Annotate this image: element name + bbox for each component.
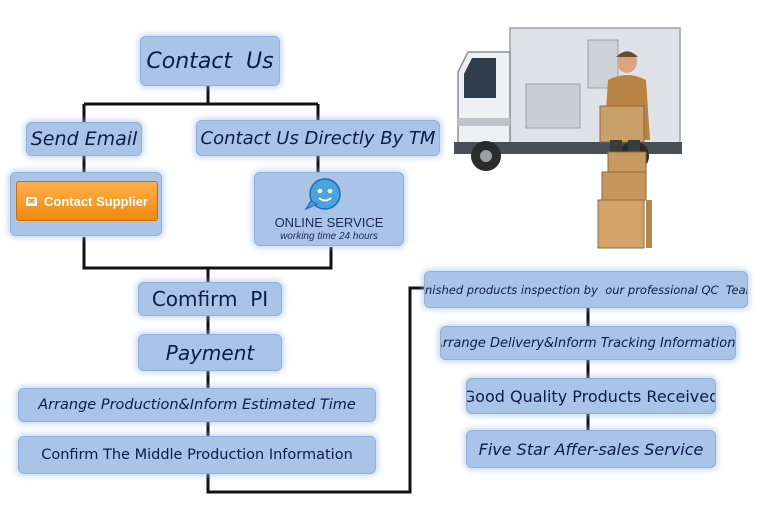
contact-us-box: Contact Us [140,36,280,86]
after-sales-box: Five Star Affer-sales Service [466,430,716,468]
quality-received-box: Good Quality Products Received [466,378,716,414]
send-email-box: Send Email [26,122,142,156]
contact-supplier-label: Contact Supplier [43,193,148,209]
connector-middle-to-inspection [206,286,424,494]
send-email-label: Send Email [30,128,138,150]
quality-received-label: Good Quality Products Received [466,386,716,406]
payment-label: Payment [165,340,255,365]
inspection-label: Finished products inspection by our prof… [424,282,748,297]
inspection-box: Finished products inspection by our prof… [424,271,748,308]
payment-box: Payment [138,334,282,371]
online-service-label: ONLINE SERVICE [274,215,384,230]
working-time-label: working time 24 hours [280,231,378,242]
contact-directly-box: Contact Us Directly By TM [196,120,440,156]
arrange-delivery-label: Arrange Delivery&Inform Tracking Informa… [440,335,736,351]
online-service-button[interactable]: ONLINE SERVICE working time 24 hours [254,172,404,246]
arrange-delivery-box: Arrange Delivery&Inform Tracking Informa… [440,326,736,360]
contact-us-label: Contact Us [146,48,274,74]
delivery-truck-icon [454,27,682,249]
contact-directly-label: Contact Us Directly By TM [200,127,436,149]
confirm-middle-box: Confirm The Middle Production Informatio… [18,436,376,474]
confirm-middle-label: Confirm The Middle Production Informatio… [41,447,353,463]
contact-supplier-button[interactable]: ✉ Contact Supplier [16,181,158,221]
connector-contact-branches [82,86,320,124]
chat-bubble-icon [304,178,341,211]
arrange-production-label: Arrange Production&Inform Estimated Time [38,397,356,413]
arrange-production-box: Arrange Production&Inform Estimated Time [18,388,376,422]
connector-merge-to-confirm [82,237,333,282]
confirm-pi-box: Comfirm PI [138,282,282,316]
confirm-pi-label: Comfirm PI [151,287,269,311]
envelope-icon: ✉ [25,196,37,206]
after-sales-label: Five Star Affer-sales Service [478,439,704,459]
